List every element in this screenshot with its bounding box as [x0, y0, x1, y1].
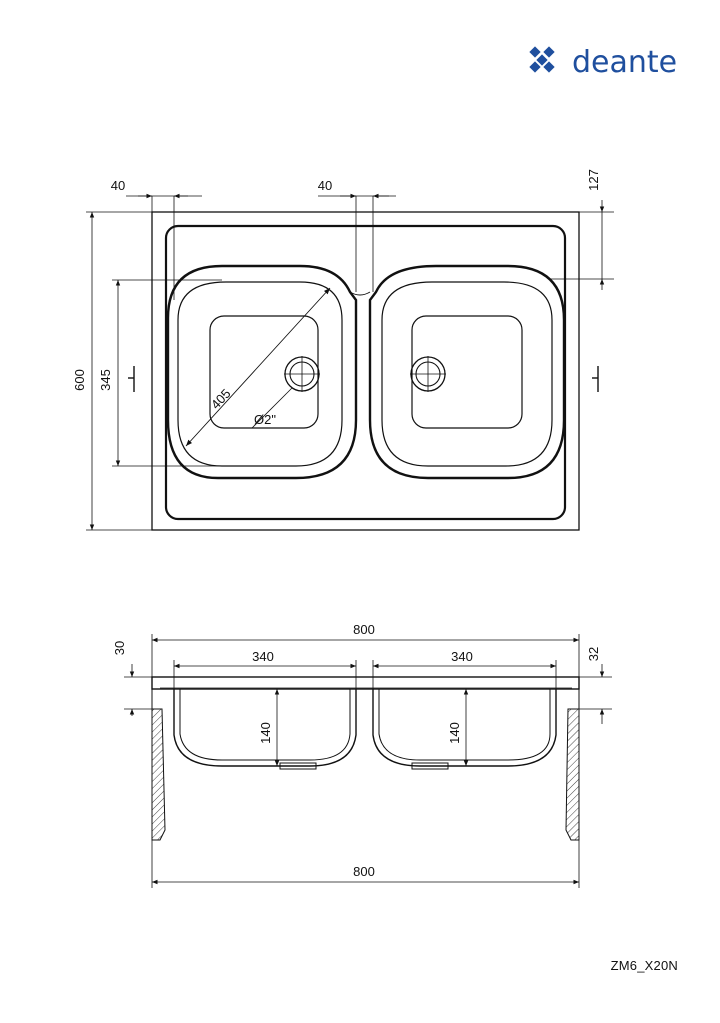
right-bowl-floor: [411, 315, 523, 429]
left-bowl-outer: [166, 264, 358, 480]
dim-bowl-width-right: 340: [451, 649, 473, 664]
top-view: [86, 193, 614, 531]
product-code: ZM6_X20N: [610, 958, 678, 973]
dim-bowl-depth: 345: [98, 369, 113, 391]
dim-left-inset: 40: [111, 178, 125, 193]
dim-bowl-diagonal: 405: [208, 386, 234, 412]
dim-bowl-depth-left: 140: [258, 722, 273, 744]
right-bowl-inner: [381, 281, 553, 467]
left-bowl-inner: [177, 281, 343, 467]
dim-bowl-width-left: 340: [252, 649, 274, 664]
dim-center-gap: 40: [318, 178, 332, 193]
drain-size-label: Ø2": [254, 412, 276, 427]
left-bowl-profile: [173, 689, 357, 767]
logo-mark-icon: [529, 46, 555, 73]
dim-rim-height-left: 30: [112, 641, 127, 655]
brand-logo: deante: [529, 45, 677, 80]
dim-overall-width-top: 800: [353, 622, 375, 637]
dim-overall-depth: 600: [72, 369, 87, 391]
right-bowl-outer: [368, 264, 566, 480]
dim-drain-offset: 127: [586, 169, 601, 191]
sink-outline: [151, 211, 580, 531]
right-side-panel: [565, 708, 580, 841]
dim-bowl-depth-right: 140: [447, 722, 462, 744]
sink-rim: [164, 224, 567, 521]
dim-rim-height-right: 32: [586, 647, 601, 661]
rim-slab: [151, 676, 580, 690]
brand-name: deante: [572, 45, 677, 80]
right-bowl-profile: [372, 689, 557, 767]
side-view: [124, 634, 612, 888]
left-side-panel: [151, 708, 166, 841]
dim-overall-width-bottom: 800: [353, 864, 375, 879]
